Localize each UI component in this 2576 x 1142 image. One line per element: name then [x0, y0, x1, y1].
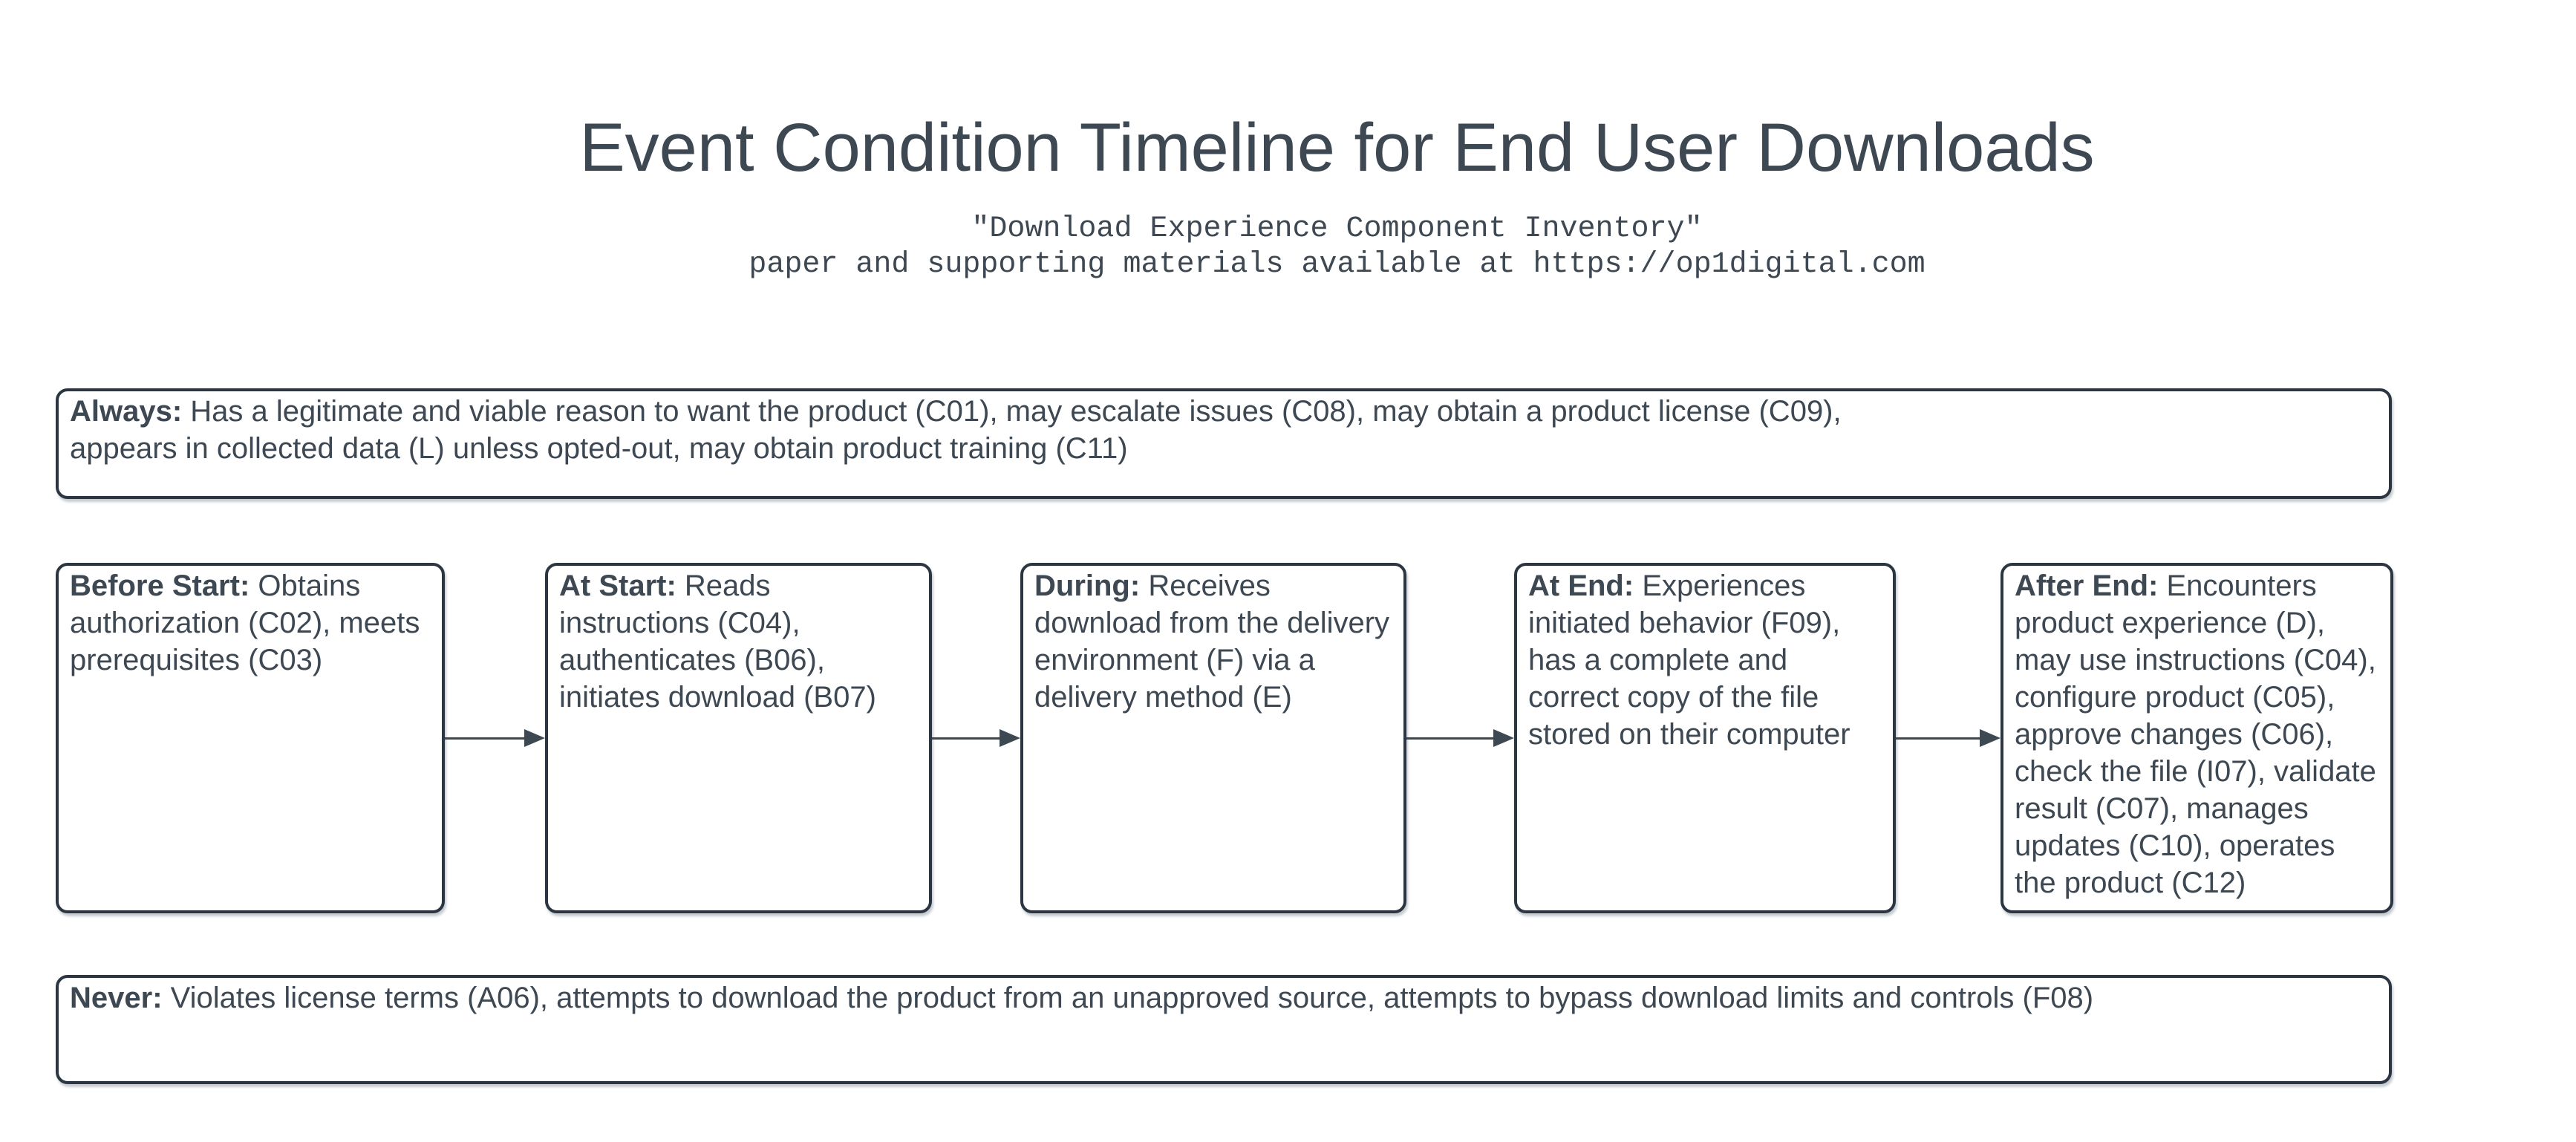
never-box: Never: Violates license terms (A06), att… — [56, 975, 2392, 1084]
timeline-box-label: After End: — [2015, 570, 2159, 602]
arrowhead-icon — [524, 729, 545, 747]
timeline-box-before-start: Before Start: Obtains authorization (C02… — [56, 563, 445, 913]
timeline-box-text: After End: Encounters product experience… — [2015, 570, 2376, 899]
flow-arrow-4 — [1896, 728, 2001, 748]
timeline-box-at-start: At Start: Reads instructions (C04), auth… — [545, 563, 932, 913]
flow-arrow-1 — [445, 728, 545, 748]
always-text: Always: Has a legitimate and viable reas… — [70, 395, 1842, 465]
subtitle-line-2: paper and supporting materials available… — [749, 248, 1926, 282]
arrowhead-icon — [1493, 729, 1514, 747]
timeline-box-label: At Start: — [559, 570, 676, 602]
page-title: Event Condition Timeline for End User Do… — [579, 110, 2095, 186]
timeline-box-text: Before Start: Obtains authorization (C02… — [70, 570, 420, 676]
timeline-box-text: At End: Experiences initiated behavior (… — [1528, 570, 1851, 751]
arrowhead-icon — [1980, 729, 2001, 747]
always-box: Always: Has a legitimate and viable reas… — [56, 388, 2392, 499]
arrow-shaft — [1896, 737, 1983, 740]
flow-arrow-3 — [1406, 728, 1514, 748]
timeline-box-label: Before Start: — [70, 570, 250, 602]
timeline-box-during: During: Receives download from the deliv… — [1020, 563, 1406, 913]
timeline-box-label: At End: — [1528, 570, 1634, 602]
arrow-shaft — [932, 737, 1002, 740]
subtitle-line-1: "Download Experience Component Inventory… — [971, 212, 1703, 247]
timeline-box-text: At Start: Reads instructions (C04), auth… — [559, 570, 876, 714]
arrowhead-icon — [1000, 729, 1020, 747]
never-label: Never: — [70, 982, 163, 1014]
never-text: Never: Violates license terms (A06), att… — [70, 982, 2094, 1014]
subtitle: "Download Experience Component Inventory… — [98, 212, 2576, 283]
timeline-box-at-end: At End: Experiences initiated behavior (… — [1514, 563, 1896, 913]
timeline-box-text: During: Receives download from the deliv… — [1034, 570, 1390, 714]
arrow-shaft — [1406, 737, 1496, 740]
always-label: Always: — [70, 395, 183, 428]
timeline-box-label: During: — [1034, 570, 1141, 602]
timeline-box-after-end: After End: Encounters product experience… — [2001, 563, 2393, 913]
diagram-header: Event Condition Timeline for End User Do… — [0, 110, 2576, 283]
flow-arrow-2 — [932, 728, 1020, 748]
arrow-shaft — [445, 737, 527, 740]
